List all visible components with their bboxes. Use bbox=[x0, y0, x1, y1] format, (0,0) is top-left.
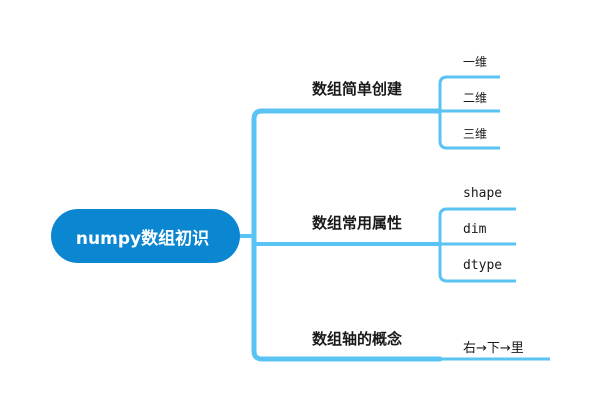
leaf-node[interactable]: dim bbox=[463, 222, 486, 237]
leaf-node[interactable]: 二维 bbox=[463, 89, 487, 106]
leaf-bracket-2 bbox=[438, 207, 516, 283]
root-label: numpy数组初识 bbox=[75, 228, 210, 249]
branch-label: 数组简单创建 bbox=[312, 80, 403, 98]
main-trunk bbox=[251, 108, 443, 362]
leaf-bracket-1 bbox=[438, 75, 500, 150]
leaf-node[interactable]: 一维 bbox=[463, 53, 487, 70]
leaf-label: 一维 bbox=[463, 55, 488, 69]
leaf-label: 二维 bbox=[463, 91, 488, 105]
leaf-label: 三维 bbox=[463, 127, 488, 141]
leaf-node[interactable]: dtype bbox=[463, 258, 502, 273]
leaf-node[interactable]: shape bbox=[463, 186, 502, 201]
branch-node-create[interactable]: 数组简单创建 bbox=[312, 78, 402, 99]
leaf-node[interactable]: 右→下→里 bbox=[463, 337, 524, 356]
branch-label: 数组轴的概念 bbox=[312, 330, 403, 348]
branch-label: 数组常用属性 bbox=[312, 214, 403, 232]
leaf-label: shape bbox=[463, 186, 503, 201]
leaf-node[interactable]: 三维 bbox=[463, 125, 487, 142]
leaf-label: dtype bbox=[463, 258, 503, 273]
leaf-label: dim bbox=[463, 222, 487, 237]
branch-node-axis[interactable]: 数组轴的概念 bbox=[312, 328, 402, 349]
root-node[interactable]: numpy数组初识 bbox=[51, 209, 240, 263]
leaf-label: 右→下→里 bbox=[463, 341, 524, 356]
branch-node-attributes[interactable]: 数组常用属性 bbox=[312, 212, 402, 233]
